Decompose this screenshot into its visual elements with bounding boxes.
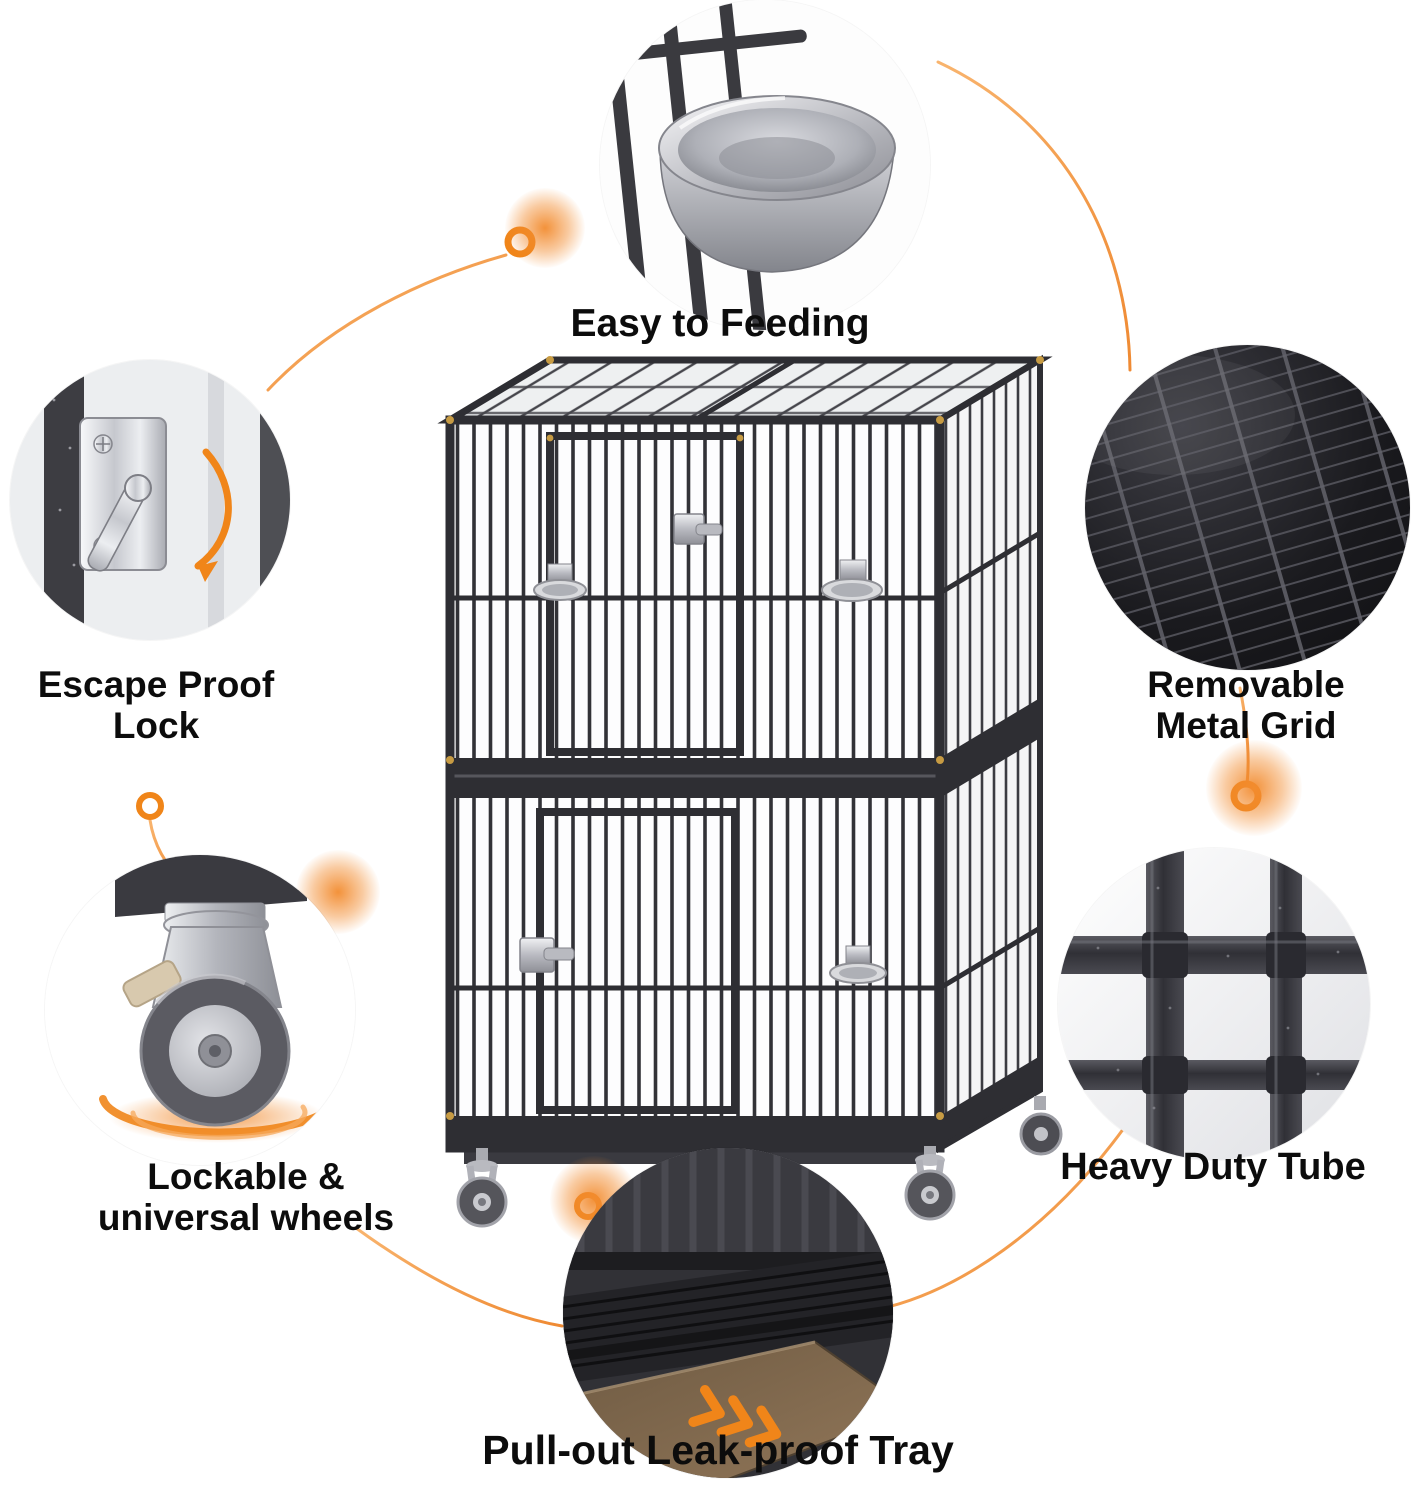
dog-crate-illustration xyxy=(437,354,1063,1228)
caster-assembly xyxy=(122,902,291,1127)
feeding-bowl-photo xyxy=(600,0,930,330)
lower-door-latch xyxy=(519,937,575,973)
upper-door-latch xyxy=(673,513,723,545)
lower-bowl xyxy=(829,945,887,984)
tube-joints xyxy=(1058,848,1370,1160)
heavy-tube-photo xyxy=(1058,848,1370,1160)
feature-label-tray: Pull-out Leak-proof Tray xyxy=(428,1427,1008,1474)
feature-label-text: Pull-out Leak-proof Tray xyxy=(482,1427,954,1473)
arc-bowl-to-grid xyxy=(936,60,1132,372)
upper-left-bowl xyxy=(533,563,587,601)
orange-blob xyxy=(1206,740,1302,836)
upper-right-bowl xyxy=(821,559,883,602)
feature-label-text: universal wheels xyxy=(97,1197,395,1239)
feature-label-lock: Escape Proof Lock xyxy=(0,664,312,747)
escape-lock-photo xyxy=(10,360,290,640)
product-photo-stacked-dog-crate xyxy=(400,348,1070,1273)
feature-label-text: Escape Proof xyxy=(37,664,275,705)
caster-wheel-front-left xyxy=(456,1148,508,1228)
feature-label-text: Easy to Feeding xyxy=(570,302,870,345)
feature-label-text: Lockable & xyxy=(147,1156,345,1197)
feature-label-text: Metal Grid xyxy=(1155,705,1337,747)
cage-post xyxy=(44,360,84,640)
latch-mechanism xyxy=(79,417,167,572)
orange-blob xyxy=(505,188,585,268)
feature-label-text: Heavy Duty Tube xyxy=(1060,1146,1366,1188)
stainless-bowl xyxy=(658,95,896,273)
feature-label-text: Lock xyxy=(112,705,200,747)
brake-pedal xyxy=(122,960,182,1008)
orange-swing-arrow xyxy=(194,448,232,582)
feature-label-grid: Removable Metal Grid xyxy=(1076,664,1416,747)
orange-chevrons xyxy=(688,1385,782,1448)
feature-label-tube: Heavy Duty Tube xyxy=(1018,1146,1408,1189)
feature-label-text: Removable xyxy=(1147,664,1345,705)
metal-grid-photo xyxy=(1085,345,1410,670)
feature-label-feeding: Easy to Feeding xyxy=(480,302,960,346)
feature-label-wheels: Lockable & universal wheels xyxy=(20,1156,472,1239)
caster-wheel-photo xyxy=(45,855,355,1165)
